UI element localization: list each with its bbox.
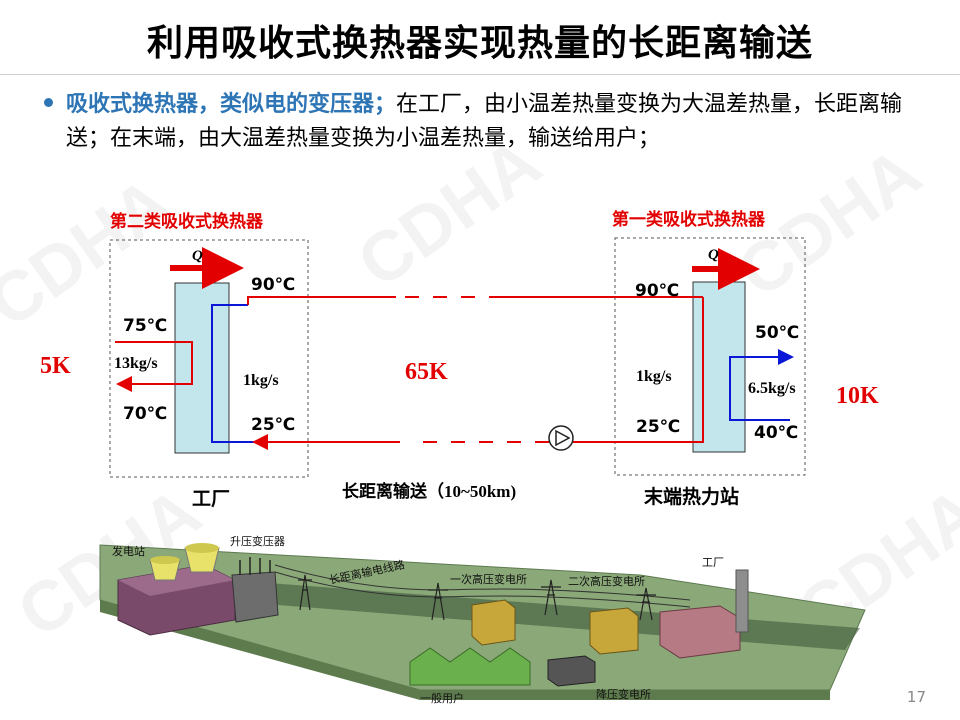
q-label-left: Q <box>192 248 203 264</box>
label-transport: 长距离输送（10~50km) <box>342 481 516 502</box>
ill-label-user: 一般用户 <box>420 691 464 705</box>
right-exchanger-frame <box>614 237 806 476</box>
q-label-right: Q <box>708 247 719 263</box>
right-temp-out: 50℃ <box>755 323 799 343</box>
ill-label-step-down: 降压变电所 <box>596 687 651 701</box>
left-temp-out: 70℃ <box>123 404 167 424</box>
ill-label-power-plant: 发电站 <box>112 544 145 558</box>
left-exchanger-frame <box>109 239 309 478</box>
left-blue-riser <box>211 304 255 443</box>
label-transport-range: 10~50km) <box>444 482 516 501</box>
left-box-title: 第二类吸收式换热器 <box>110 211 264 232</box>
left-delta: 5K <box>40 353 71 379</box>
left-temp-in: 75℃ <box>123 316 167 336</box>
left-source-loop <box>115 341 193 392</box>
mid-delta: 65K <box>405 359 448 385</box>
right-temp-in: 40℃ <box>754 423 798 443</box>
left-exchanger-core <box>174 282 230 454</box>
left-temp-bottom: 25℃ <box>251 415 295 435</box>
right-box-title: 第一类吸收式换热器 <box>612 209 766 230</box>
pylon-icon <box>298 574 656 621</box>
ill-label-step-up: 升压变压器 <box>230 534 285 548</box>
bullet-highlight: 吸收式换热器，类似电的变压器； <box>66 92 397 117</box>
right-flow: 1kg/s <box>636 368 672 385</box>
slide-title: 利用吸收式换热器实现热量的长距离输送 <box>146 23 813 64</box>
bullet-text: 吸收式换热器，类似电的变压器；在工厂，由小温差热量变换为大温差热量，长距离输送；… <box>66 88 916 156</box>
title-divider <box>0 74 960 75</box>
left-red-out <box>247 296 300 305</box>
power-illustration <box>99 543 866 700</box>
svg-text:CDHA: CDHA <box>344 122 554 302</box>
right-flow-small: 6.5kg/s <box>748 380 796 397</box>
label-factory: 工厂 <box>192 488 230 510</box>
ill-label-sub1: 一次高压变电所 <box>450 572 527 586</box>
label-transport-text: 长距离输送（ <box>342 481 444 502</box>
pump-icon <box>548 425 574 451</box>
ill-label-factory: 工厂 <box>702 556 724 569</box>
right-temp-top: 90℃ <box>635 281 679 301</box>
right-temp-bottom: 25℃ <box>636 417 680 437</box>
bullet-icon <box>44 98 53 107</box>
label-station: 末端热力站 <box>644 485 739 508</box>
bullet-body: 在工厂，由小温差热量变换为大温差热量，长距离输送；在末端，由大温差热量变换为小温… <box>66 92 903 151</box>
page-number: 17 <box>906 688 926 706</box>
ill-label-sub2: 二次高压变电所 <box>568 574 645 588</box>
right-delta: 10K <box>836 383 879 409</box>
left-flow: 1kg/s <box>243 372 279 389</box>
left-flow-small: 13kg/s <box>114 355 158 372</box>
right-red-down <box>700 297 704 443</box>
left-temp-top: 90℃ <box>251 275 295 295</box>
right-exchanger-core <box>692 281 746 453</box>
